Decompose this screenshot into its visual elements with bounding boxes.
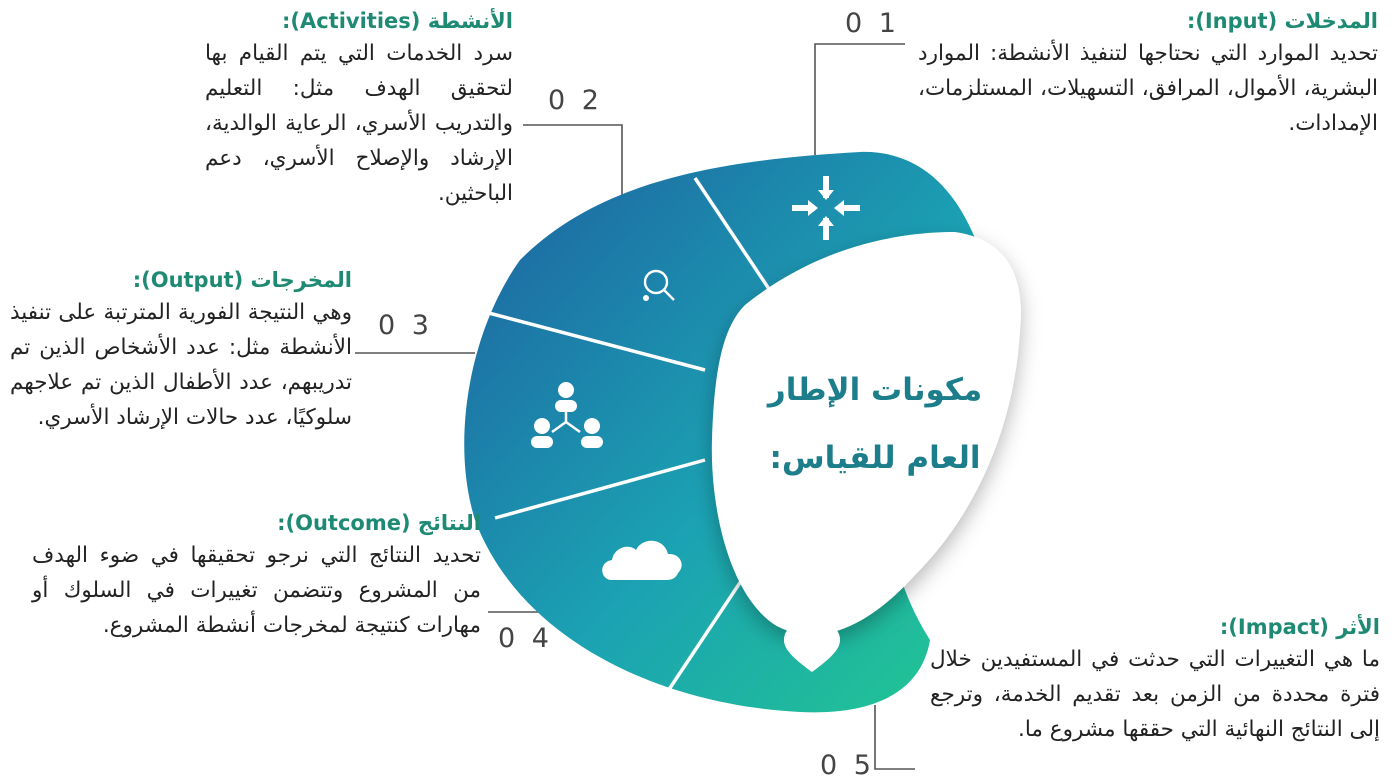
impact-description: ما هي التغييرات التي حدثت في المستفيدين … <box>930 647 1380 742</box>
item-number-01: 0 1 <box>845 8 900 39</box>
cloud-icon <box>602 540 682 580</box>
activities-block: الأنشطة (Activities): سرد الخدمات التي ي… <box>205 6 513 211</box>
arrows-inward-icon <box>792 176 860 240</box>
item-number-05: 0 5 <box>820 750 875 781</box>
impact-block: الأثر (Impact): ما هي التغييرات التي حدث… <box>930 612 1380 747</box>
item-number-02: 0 2 <box>548 85 603 116</box>
output-description: وهي النتيجة الفورية المترتبة على تنفيذ ا… <box>10 300 352 430</box>
input-block: المدخلات (Input): تحديد الموارد التي نحت… <box>918 6 1378 141</box>
connector-01 <box>814 43 905 155</box>
people-network-icon <box>531 382 603 448</box>
ping-pong-icon <box>643 269 675 301</box>
outcome-heading: النتائج (Outcome): <box>277 511 481 535</box>
outcome-description: تحديد النتائج التي نرجو تحقيقها في ضوء ا… <box>32 543 481 638</box>
item-number-03: 0 3 <box>378 310 433 341</box>
output-block: المخرجات (Output): وهي النتيجة الفورية ا… <box>10 265 352 435</box>
input-heading: المدخلات (Input): <box>1186 9 1378 33</box>
output-heading: المخرجات (Output): <box>132 268 352 292</box>
outcome-block: النتائج (Outcome): تحديد النتائج التي نر… <box>32 508 481 643</box>
activities-heading: الأنشطة (Activities): <box>281 9 513 33</box>
impact-heading: الأثر (Impact): <box>1219 615 1380 639</box>
activities-description: سرد الخدمات التي يتم القيام بها لتحقيق ا… <box>205 41 513 206</box>
item-number-04: 0 4 <box>498 623 553 654</box>
input-description: تحديد الموارد التي نحتاجها لتنفيذ الأنشط… <box>918 41 1378 136</box>
center-title-line2: العام للقياس: <box>769 440 981 476</box>
connector-lines <box>355 43 915 770</box>
center-shape <box>711 232 1021 635</box>
heart-icon <box>784 624 840 672</box>
center-title-line1: مكونات الإطار <box>767 372 983 408</box>
connector-02 <box>523 124 623 215</box>
connector-05 <box>874 705 915 770</box>
